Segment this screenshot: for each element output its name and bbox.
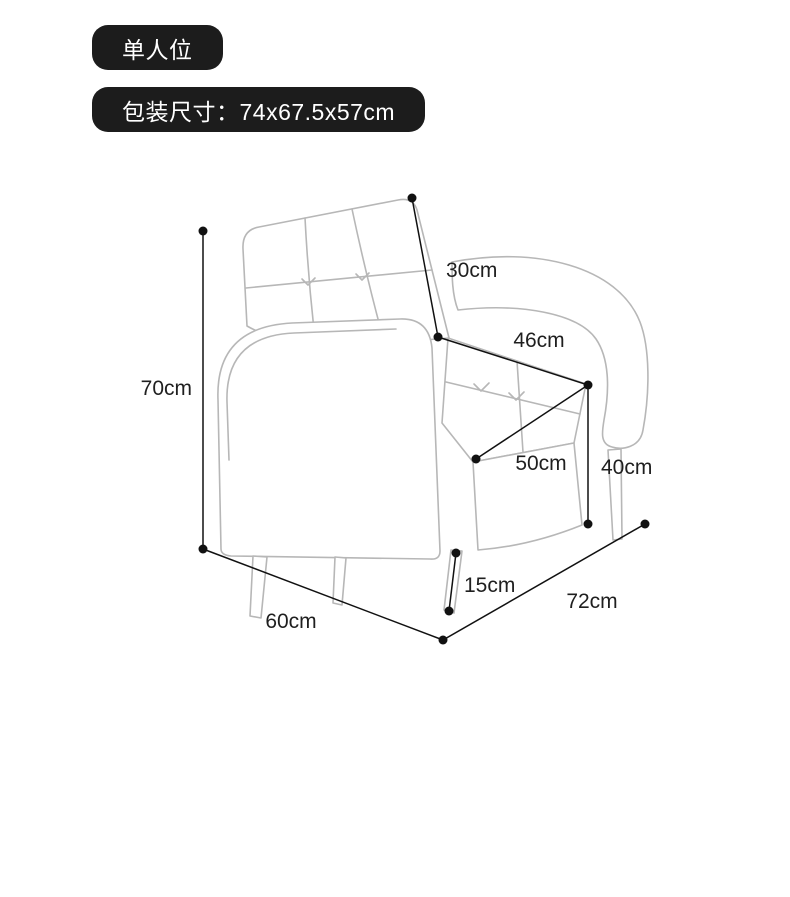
dimension-dot: [407, 193, 417, 203]
dimension-dot: [583, 519, 593, 529]
seat-width-label: 50cm: [515, 452, 566, 475]
leg-height-label: 15cm: [464, 574, 515, 597]
tuft-mark: [473, 382, 490, 392]
dimension-dot: [198, 544, 208, 554]
dimension-dot: [451, 548, 461, 558]
sofa-leg-back-left: [249, 555, 268, 619]
dimension-dot: [198, 226, 208, 236]
sofa-left-arm: [217, 318, 441, 560]
tuft-mark: [355, 272, 370, 281]
sofa-seat-front: [472, 442, 583, 551]
dimension-dot: [433, 332, 443, 342]
seat-type-label: 单人位: [122, 36, 193, 63]
seat-type-badge: 单人位: [92, 25, 223, 70]
backrest-vertical-seam: [304, 217, 315, 331]
dimension-dots: [198, 193, 650, 645]
sofa-leg-mid-left: [332, 556, 347, 606]
seat-height-label: 40cm: [601, 456, 652, 479]
sofa-right-arm: [451, 255, 649, 449]
overall-width-line: [202, 548, 444, 641]
left-arm-piping-seam: [226, 328, 397, 461]
dimension-lines: [202, 197, 646, 641]
leg-height-line: [448, 552, 457, 612]
tuft-mark: [508, 391, 525, 401]
tuft-mark: [301, 277, 316, 286]
dimension-dot: [444, 606, 454, 616]
dimension-dot: [438, 635, 448, 645]
package-size-label: 包装尺寸：74x67.5x57cm: [122, 98, 396, 125]
dimension-dot: [640, 519, 650, 529]
package-size-badge: 包装尺寸：74x67.5x57cm: [92, 87, 426, 132]
dimension-dot: [583, 380, 593, 390]
overall-depth-line: [442, 523, 646, 641]
seat-seam: [516, 360, 524, 453]
overall-height-label: 70cm: [141, 377, 192, 400]
sofa-leg-right: [607, 448, 623, 541]
backrest-horizontal-seam: [245, 269, 433, 289]
seat-width-line: [475, 384, 589, 460]
overall-width-label: 60cm: [265, 610, 316, 633]
seat-depth-line: [437, 336, 589, 386]
back-height-label: 30cm: [446, 259, 497, 282]
sofa-line-art: [217, 198, 649, 619]
seat-tufting: [445, 360, 581, 453]
dimension-labels: 70cm 30cm 46cm 50cm 40cm 15cm 60cm 72cm: [141, 259, 653, 633]
overall-depth-label: 72cm: [566, 590, 617, 613]
dimension-dot: [471, 454, 481, 464]
seat-depth-label: 46cm: [513, 329, 564, 352]
back-height-line: [411, 197, 439, 338]
